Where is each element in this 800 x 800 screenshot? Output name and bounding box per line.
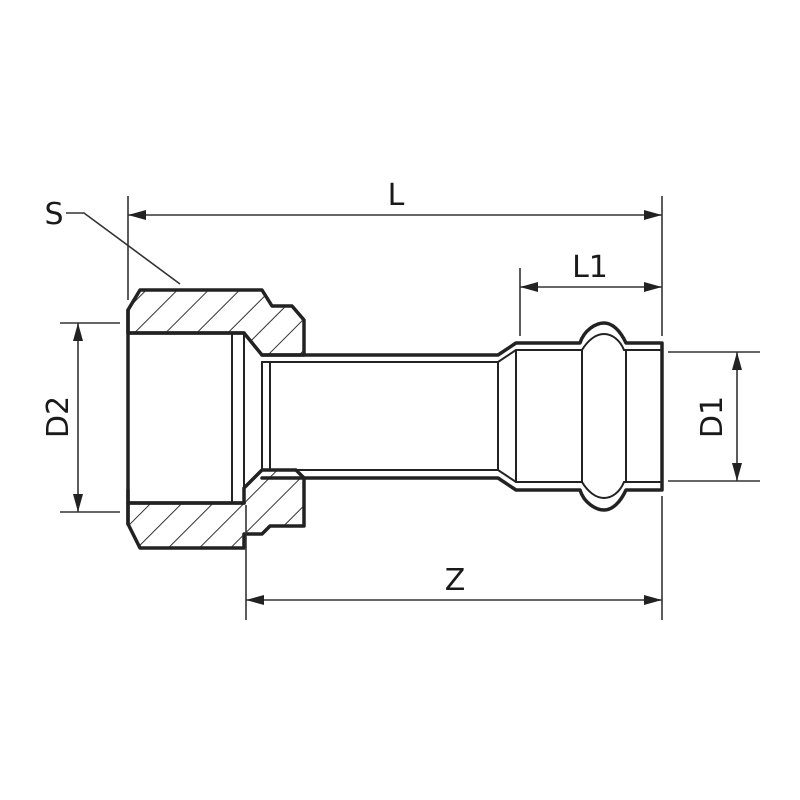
arrow-L1-left [520, 282, 538, 292]
fitting-body [260, 321, 664, 512]
label-L1: L1 [572, 250, 608, 285]
arrow-Z-right [644, 595, 662, 605]
dimension-lines [66, 210, 742, 605]
arrow-D1-bottom [732, 463, 742, 481]
nut-section-top [126, 288, 306, 357]
label-L: L [388, 178, 405, 213]
nut-section-bottom [126, 468, 306, 550]
tube-outer-top [260, 321, 662, 357]
dimension-labels: L L1 Z S D2 D1 [41, 178, 730, 598]
label-D1: D1 [695, 396, 730, 438]
tube-inner-top [261, 332, 661, 363]
label-Z: Z [445, 563, 466, 598]
leader-S [66, 212, 181, 285]
arrow-L-left [128, 210, 146, 220]
arrow-L1-right [644, 282, 662, 292]
arrow-Z-left [246, 595, 264, 605]
tube-inner-bottom [261, 469, 661, 500]
arrow-L-right [644, 210, 662, 220]
label-S: S [44, 197, 63, 232]
extension-lines [60, 196, 760, 620]
label-D2: D2 [41, 396, 76, 438]
arrow-D2-top [73, 323, 83, 341]
tube-outer-bottom [260, 476, 662, 512]
arrow-D1-top [732, 352, 742, 370]
union-nut [126, 288, 306, 550]
arrow-D2-bottom [73, 494, 83, 512]
